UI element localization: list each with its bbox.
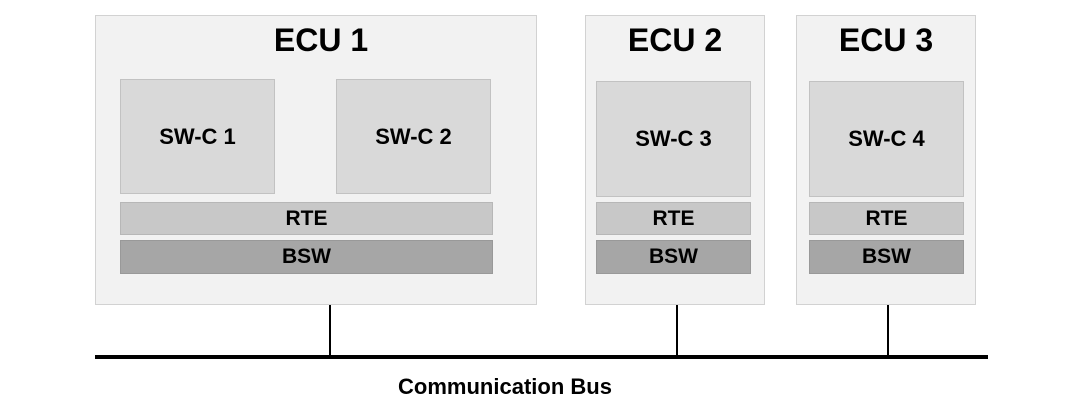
ecu-3-rte-layer: RTE xyxy=(809,202,964,235)
ecu-2-rte-layer: RTE xyxy=(596,202,751,235)
ecu-1-title: ECU 1 xyxy=(273,22,369,58)
swc-1-box: SW-C 1 xyxy=(120,79,275,194)
ecu-3-title: ECU 3 xyxy=(838,22,934,58)
ecu-1-rte-layer: RTE xyxy=(120,202,493,235)
ecu-3-bsw-layer: BSW xyxy=(809,240,964,274)
communication-bus-label: Communication Bus xyxy=(398,374,612,399)
ecu-2-bus-connector xyxy=(676,305,678,357)
swc-2-box: SW-C 2 xyxy=(336,79,491,194)
swc-3-box: SW-C 3 xyxy=(596,81,751,197)
ecu-2-title: ECU 2 xyxy=(627,22,723,58)
swc-4-box: SW-C 4 xyxy=(809,81,964,197)
ecu-1-bsw-layer: BSW xyxy=(120,240,493,274)
ecu-2-bsw-layer: BSW xyxy=(596,240,751,274)
ecu-1-bus-connector xyxy=(329,305,331,357)
ecu-3-bus-connector xyxy=(887,305,889,357)
communication-bus-line xyxy=(95,355,988,359)
